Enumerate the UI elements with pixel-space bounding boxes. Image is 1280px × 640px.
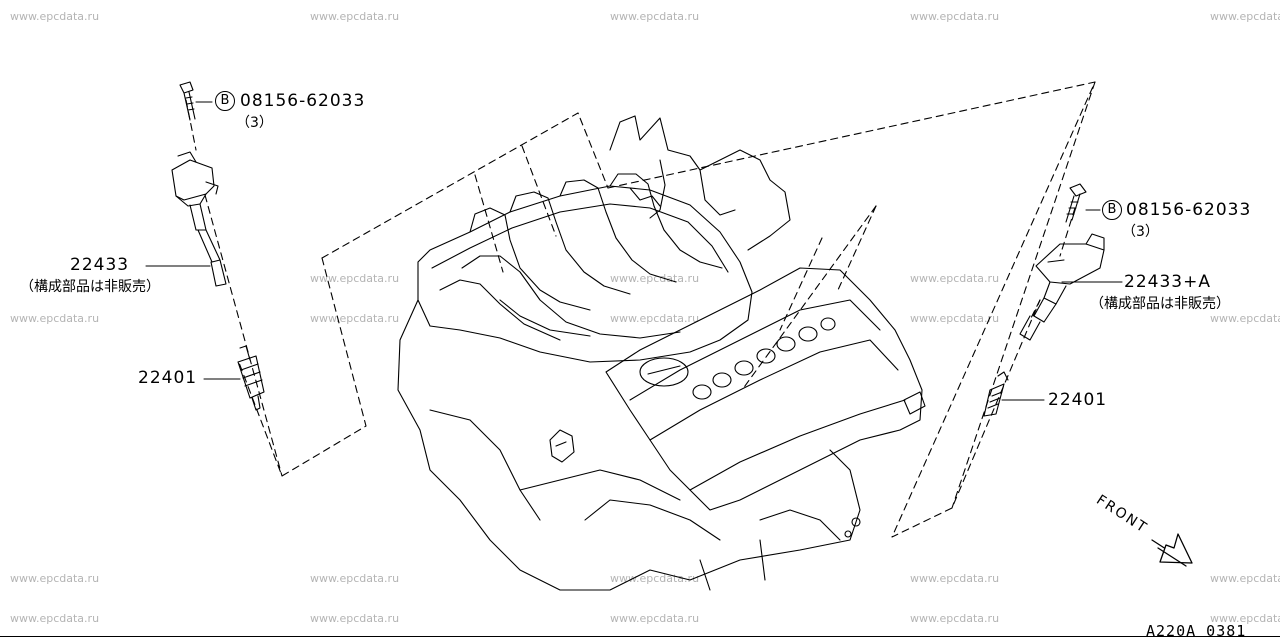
left-coil-note: （構成部品は非販売） [20,279,160,295]
leader-lines [145,101,1123,401]
front-direction-arrow [1151,533,1193,567]
watermark-text: www.epcdata.ru [1210,10,1280,23]
watermark-text: www.epcdata.ru [610,572,700,585]
watermark-text: www.epcdata.ru [10,572,100,585]
watermark-text: www.epcdata.ru [610,312,700,325]
watermark-text: www.epcdata.ru [610,272,700,285]
watermark-text: www.epcdata.ru [10,612,100,625]
watermark-text: www.epcdata.ru [310,312,400,325]
watermark-text: www.epcdata.ru [910,312,1000,325]
watermark-text: www.epcdata.ru [310,572,400,585]
left-coil-part-number[interactable]: 22433 [70,255,130,275]
watermark-text: www.epcdata.ru [610,10,700,23]
left-bolt-quantity: （3） [236,115,273,131]
watermark-text: www.epcdata.ru [610,612,700,625]
right-coil-note: （構成部品は非販売） [1090,296,1230,312]
diagram-reference-code: A220A 0381 [1146,622,1247,640]
left-ignition-parts [171,81,265,411]
watermark-text: www.epcdata.ru [910,272,1000,285]
watermark-text: www.epcdata.ru [310,272,400,285]
dashed-guide-lines [185,81,1096,538]
watermark-text: www.epcdata.ru [1210,572,1280,585]
bottom-border [0,636,1280,637]
watermark-text: www.epcdata.ru [10,10,100,23]
right-bolt-marker: B [1102,200,1122,220]
left-bolt-marker: B [215,91,235,111]
watermark-text: www.epcdata.ru [910,572,1000,585]
right-ignition-parts [983,183,1105,417]
left-plug-part-number[interactable]: 22401 [138,368,198,388]
watermark-text: www.epcdata.ru [1210,312,1280,325]
watermark-text: www.epcdata.ru [910,10,1000,23]
watermark-text: www.epcdata.ru [910,612,1000,625]
watermark-text: www.epcdata.ru [310,10,400,23]
watermark-text: www.epcdata.ru [10,312,100,325]
watermark-text: www.epcdata.ru [310,612,400,625]
left-bolt-part-number[interactable]: 08156-62033 [240,91,366,111]
right-coil-part-number[interactable]: 22433+A [1124,272,1211,292]
watermark-text: www.epcdata.ru [1210,612,1280,625]
right-bolt-part-number[interactable]: 08156-62033 [1126,200,1252,220]
right-bolt-quantity: （3） [1122,224,1159,240]
right-plug-part-number[interactable]: 22401 [1048,390,1108,410]
engine-block-drawing [397,115,926,591]
